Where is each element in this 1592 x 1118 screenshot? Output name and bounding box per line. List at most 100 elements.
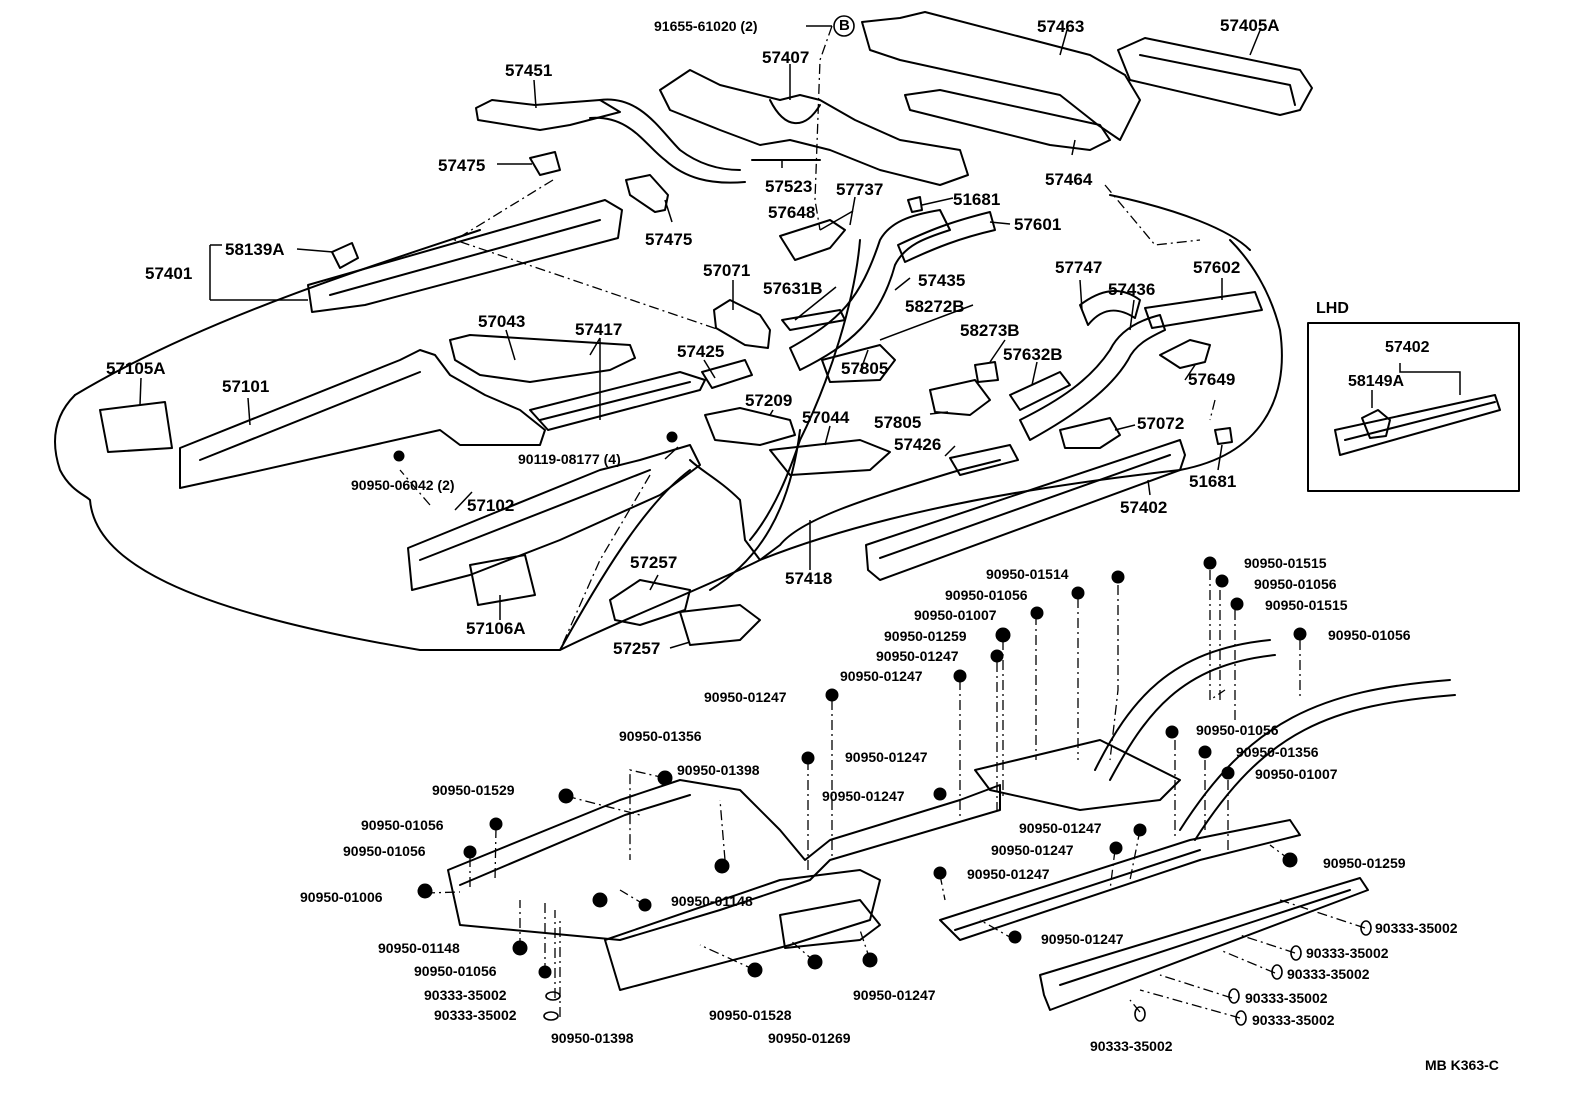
part-label: 57737 — [836, 180, 884, 199]
bracket-57257-a — [609, 579, 691, 626]
part-label: 57257 — [630, 553, 678, 572]
part-label: 90119-08177 (4) — [518, 451, 621, 467]
part-label: 57649 — [1188, 370, 1236, 389]
crossmember-57407 — [659, 69, 969, 186]
sidemember-57101-inner — [199, 371, 421, 461]
fastener-code: 90950-01515 — [1244, 555, 1327, 571]
frame-rear-sill-inner — [1059, 889, 1351, 986]
bracket-57072 — [1059, 417, 1121, 449]
part-label: 58273B — [960, 321, 1020, 340]
lhd-inset-sill-inner — [1344, 401, 1496, 441]
part-label: 57102 — [467, 496, 515, 515]
fastener-code: 90950-01515 — [1265, 597, 1348, 613]
fastener-code: 90333-35002 — [424, 987, 507, 1003]
fastener-code: 90333-35002 — [1375, 920, 1458, 936]
crossmember-57407-tunnel — [769, 99, 821, 125]
sillmember-57401-inner — [329, 219, 601, 296]
part-label: 57257 — [613, 639, 661, 658]
part-label: 57631B — [763, 279, 823, 298]
bracket-57425 — [701, 359, 753, 389]
fastener-code: 90950-01056 — [361, 817, 444, 833]
part-label: 57601 — [1014, 215, 1062, 234]
part-label: 57402 — [1120, 498, 1168, 517]
fastener-code: 90950-01007 — [914, 607, 997, 623]
sill-57402 — [865, 439, 1186, 581]
fastener-code: 90950-01247 — [1041, 931, 1124, 947]
fastener-code: 90333-35002 — [1252, 1012, 1335, 1028]
part-label: 57747 — [1055, 258, 1103, 277]
part-label: 58272B — [905, 297, 965, 316]
bracket-57071 — [713, 299, 771, 349]
crossmember-57463-lower — [904, 89, 1111, 151]
frame-rear-tubes — [1094, 639, 1456, 841]
bracket-57043 — [449, 334, 636, 383]
frame-rear-crossmember — [974, 739, 1181, 811]
part-label: 58139A — [225, 240, 285, 259]
part-label: 57648 — [768, 203, 816, 222]
part-label: 57044 — [802, 408, 850, 427]
fastener-code: 90950-01056 — [945, 587, 1028, 603]
lhd-inset-bracket — [1361, 409, 1391, 439]
bracket-57475-a — [529, 151, 561, 176]
fastener-code: 90950-01398 — [551, 1030, 634, 1046]
fastener-code: 90950-01259 — [884, 628, 967, 644]
part-label: 51681 — [953, 190, 1001, 209]
fastener-code: 90950-01356 — [619, 728, 702, 744]
bracket-51681-right — [1214, 427, 1233, 445]
part-label: 51681 — [1189, 472, 1237, 491]
fastener-code: 90950-01247 — [845, 749, 928, 765]
fastener-code: 90950-01006 — [300, 889, 383, 905]
part-label: 57451 — [505, 61, 553, 80]
fastener-code: 90950-01056 — [1196, 722, 1279, 738]
body-outline — [54, 239, 1283, 651]
frame-right-inner — [954, 849, 1201, 931]
bracket-57648 — [779, 219, 846, 261]
part-label: 57417 — [575, 320, 623, 339]
member-57418 — [689, 459, 1001, 561]
fastener-code: 90333-35002 — [1245, 990, 1328, 1006]
sidemember-57101 — [179, 349, 546, 489]
part-label: 57426 — [894, 435, 942, 454]
bracket-58273B — [974, 361, 999, 383]
part-label: 57043 — [478, 312, 526, 331]
fastener-code: 90950-01247 — [991, 842, 1074, 858]
fastener-code: 90950-01247 — [1019, 820, 1102, 836]
part-label: 57405A — [1220, 16, 1280, 35]
part-label: 57632B — [1003, 345, 1063, 364]
fastener-code: 90950-01247 — [876, 648, 959, 664]
member-57805-b — [929, 379, 991, 416]
fastener-code: 90950-01269 — [768, 1030, 851, 1046]
sidemember-57102-inner — [419, 469, 651, 561]
frame-front-panel — [604, 869, 881, 991]
crossmember-57451 — [475, 99, 621, 131]
bracket-57106A — [469, 554, 536, 606]
crossmember-57405A — [1117, 37, 1313, 116]
lhd-inset-label: 58149A — [1348, 373, 1405, 390]
bracket-58139A — [331, 242, 359, 269]
fastener-code: 90333-35002 — [1090, 1038, 1173, 1054]
member-57747 — [1079, 289, 1141, 326]
part-label: 57475 — [438, 156, 486, 175]
part-label: 57401 — [145, 264, 193, 283]
part-label: 57523 — [765, 177, 813, 196]
fastener-code: 90333-35002 — [1287, 966, 1370, 982]
member-57601 — [897, 211, 996, 263]
part-label: 57105A — [106, 359, 166, 378]
fastener-code: 90950-01247 — [704, 689, 787, 705]
fastener-code: 90950-01007 — [1255, 766, 1338, 782]
part-label: 57805 — [841, 359, 889, 378]
crossmember-57451-tube — [589, 98, 746, 184]
member-57805-a — [821, 344, 896, 383]
panel-57105A — [99, 401, 173, 453]
member-57632B — [1009, 371, 1071, 411]
part-label: 57436 — [1108, 280, 1156, 299]
fastener-code: 90950-01056 — [414, 963, 497, 979]
frame-center — [779, 899, 881, 949]
lhd-inset-label: 57402 — [1385, 339, 1430, 356]
part-label: 57106A — [466, 619, 526, 638]
crossmember-57463 — [861, 11, 1141, 141]
part-label: 57072 — [1137, 414, 1185, 433]
sill-57402-inner — [879, 454, 1171, 559]
part-label: 57418 — [785, 569, 833, 588]
